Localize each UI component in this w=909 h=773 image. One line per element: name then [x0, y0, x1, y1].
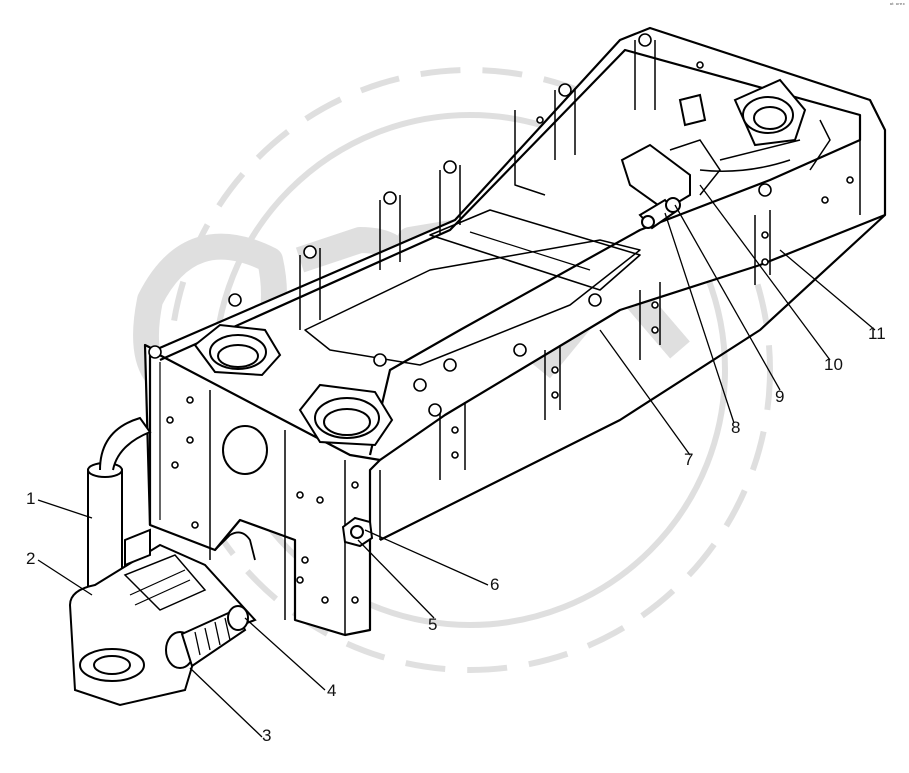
plug-part	[341, 516, 374, 548]
housing-body	[143, 26, 887, 637]
callout-8: 8	[731, 418, 741, 437]
cover-plate	[620, 93, 801, 230]
callout-3: 3	[262, 726, 272, 745]
front-bore	[222, 425, 268, 475]
leader-lines	[37, 184, 876, 738]
callout-6: 6	[490, 575, 500, 594]
callout-10: 10	[824, 355, 843, 374]
bolt-part	[165, 605, 249, 669]
callout-11: 11	[868, 324, 886, 343]
callout-5: 5	[428, 615, 438, 634]
callout-9: 9	[775, 387, 785, 406]
callout-4: 4	[327, 681, 337, 700]
callout-7: 7	[684, 450, 694, 469]
port-flanges	[193, 78, 807, 447]
bracket-part	[68, 528, 257, 707]
callout-1: 1	[26, 489, 36, 508]
callout-2: 2	[26, 549, 36, 568]
corner-mark: ᵃᵗ ᵒʳᵉˣ	[889, 2, 905, 9]
mounting-holes	[148, 33, 854, 604]
